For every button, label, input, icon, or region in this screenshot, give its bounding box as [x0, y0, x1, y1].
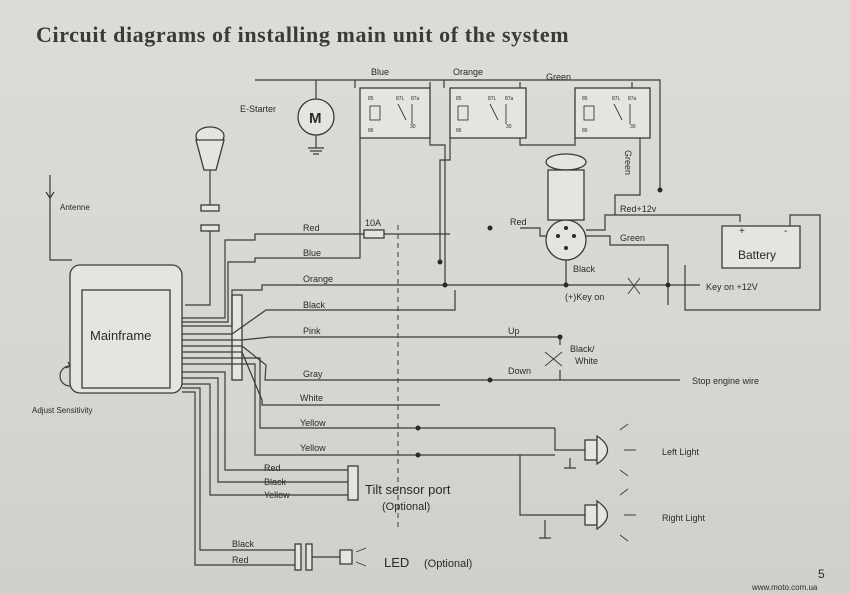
ignition-green-label: Green	[620, 233, 645, 243]
relay-pin-label: 87a	[628, 96, 637, 102]
fuse-label: 10A	[365, 218, 381, 228]
tilt-yellow-label: Yellow	[264, 490, 290, 500]
tilt-optional-label: (Optional)	[382, 501, 430, 513]
tilt-sensor-label: Tilt sensor port	[365, 482, 451, 497]
siren-icon	[185, 126, 225, 306]
page-title: Circuit diagrams of installing main unit…	[36, 22, 569, 47]
tilt-sensor-connector	[347, 465, 359, 501]
adjust-sensitivity-label: Adjust Sensitivity	[32, 406, 92, 415]
relay-pin-label: 30	[410, 124, 416, 130]
right-light-wire	[519, 455, 590, 516]
harness-connector	[231, 294, 243, 381]
black-white-label-1: Black/	[570, 344, 595, 354]
led-connector	[294, 543, 302, 571]
battery-positive-wire	[586, 214, 741, 231]
fuse-10a: 10A	[363, 218, 385, 239]
wire-label-pink: Pink	[303, 326, 321, 336]
e-starter-motor: E-Starter M	[240, 80, 335, 155]
wire-label-yellow-2: Yellow	[300, 443, 326, 453]
wire-label-red: Red	[303, 223, 320, 233]
relay-blue-label: Blue	[371, 67, 389, 77]
page-number: 5	[818, 567, 825, 581]
relay-pin-label: 87L	[396, 96, 405, 102]
relay-common-wire	[429, 138, 446, 285]
ground-icon	[308, 80, 324, 155]
relay-pin-label: 85	[456, 96, 462, 102]
battery-label: Battery	[738, 248, 776, 262]
mainframe-unit: Mainframe	[69, 264, 183, 394]
junction-dots	[415, 187, 671, 458]
relay-pin-label: 86	[368, 128, 374, 134]
relay-pin-label: 87a	[411, 96, 420, 102]
ignition-green-wire	[586, 235, 669, 305]
green-relay-wire	[614, 138, 641, 215]
ignition-red-label: Red	[510, 217, 527, 227]
battery-minus: -	[784, 226, 787, 237]
cut-scissors-icon	[627, 277, 641, 295]
e-starter-label: E-Starter	[240, 104, 276, 114]
relay-orange-label: Orange	[453, 67, 483, 77]
harness-wires	[182, 225, 560, 566]
relay-coil	[369, 105, 381, 121]
motor-symbol: M	[309, 110, 322, 127]
relay-supply-wire	[255, 79, 661, 190]
ignition-red12v-label: Red+12v	[620, 204, 657, 214]
led-icon	[339, 549, 353, 565]
ignition-black-label: Black	[573, 264, 596, 274]
relay-pin-label: 85	[368, 96, 374, 102]
wire-label-orange: Orange	[303, 274, 333, 284]
relay-blue: Blue 85 87L 87a 86 30	[359, 67, 431, 139]
adjust-knob-icon	[59, 365, 71, 387]
antenne-wire	[49, 175, 72, 261]
up-label: Up	[508, 326, 520, 336]
battery: + - Battery	[721, 225, 801, 269]
down-label: Down	[508, 366, 531, 376]
battery-plus: +	[739, 226, 745, 237]
tilt-red-label: Red	[264, 463, 281, 473]
wire-label-yellow-1: Yellow	[300, 418, 326, 428]
wire-label-gray: Gray	[303, 369, 323, 379]
relay-pin-label: 85	[582, 96, 588, 102]
relay-pin-label: 87a	[505, 96, 514, 102]
relay-pin-label: 30	[630, 124, 636, 130]
watermark: www.moto.com.ua	[751, 583, 818, 592]
tilt-black-label: Black	[264, 477, 287, 487]
led-label: LED	[384, 555, 409, 570]
relay-pin-label: 86	[582, 128, 588, 134]
wire-label-black: Black	[303, 300, 326, 310]
antenne-label: Antenne	[60, 203, 90, 212]
stop-engine-label: Stop engine wire	[692, 376, 759, 386]
ignition-red-wire	[520, 227, 546, 237]
relay-pin-label: 30	[506, 124, 512, 130]
wire-label-blue: Blue	[303, 248, 321, 258]
antenne-icon	[45, 191, 55, 200]
right-light-icon	[539, 488, 636, 542]
green-vertical-label: Green	[623, 150, 633, 175]
relay-pin-label: 86	[456, 128, 462, 134]
left-light-wire	[554, 428, 590, 451]
key-on-12v-label: Key on +12V	[706, 282, 758, 292]
led-red-label: Red	[232, 555, 249, 565]
relay-coil	[457, 105, 469, 121]
ignition-keyon-label: (+)Key on	[565, 292, 604, 302]
mainframe-label: Mainframe	[90, 328, 151, 343]
relay-pin-label: 87L	[488, 96, 497, 102]
ignition-switch	[545, 153, 587, 261]
led-optional-label: (Optional)	[424, 558, 472, 570]
relay-green: Green 85 87L 87a 86 30	[546, 72, 651, 139]
black-white-label-2: White	[575, 356, 598, 366]
battery-ground-wire	[684, 214, 821, 311]
left-light-label: Left Light	[662, 447, 700, 457]
left-light-icon	[564, 423, 636, 477]
cut-scissors-icon	[544, 351, 563, 367]
led-black-label: Black	[232, 539, 255, 549]
relay-orange: Orange 85 87L 87a 86 30	[449, 67, 527, 139]
relay-green-label: Green	[546, 72, 571, 82]
wire-label-white: White	[300, 393, 323, 403]
relay-coil	[583, 105, 595, 121]
right-light-label: Right Light	[662, 513, 706, 523]
relay-pin-label: 87L	[612, 96, 621, 102]
